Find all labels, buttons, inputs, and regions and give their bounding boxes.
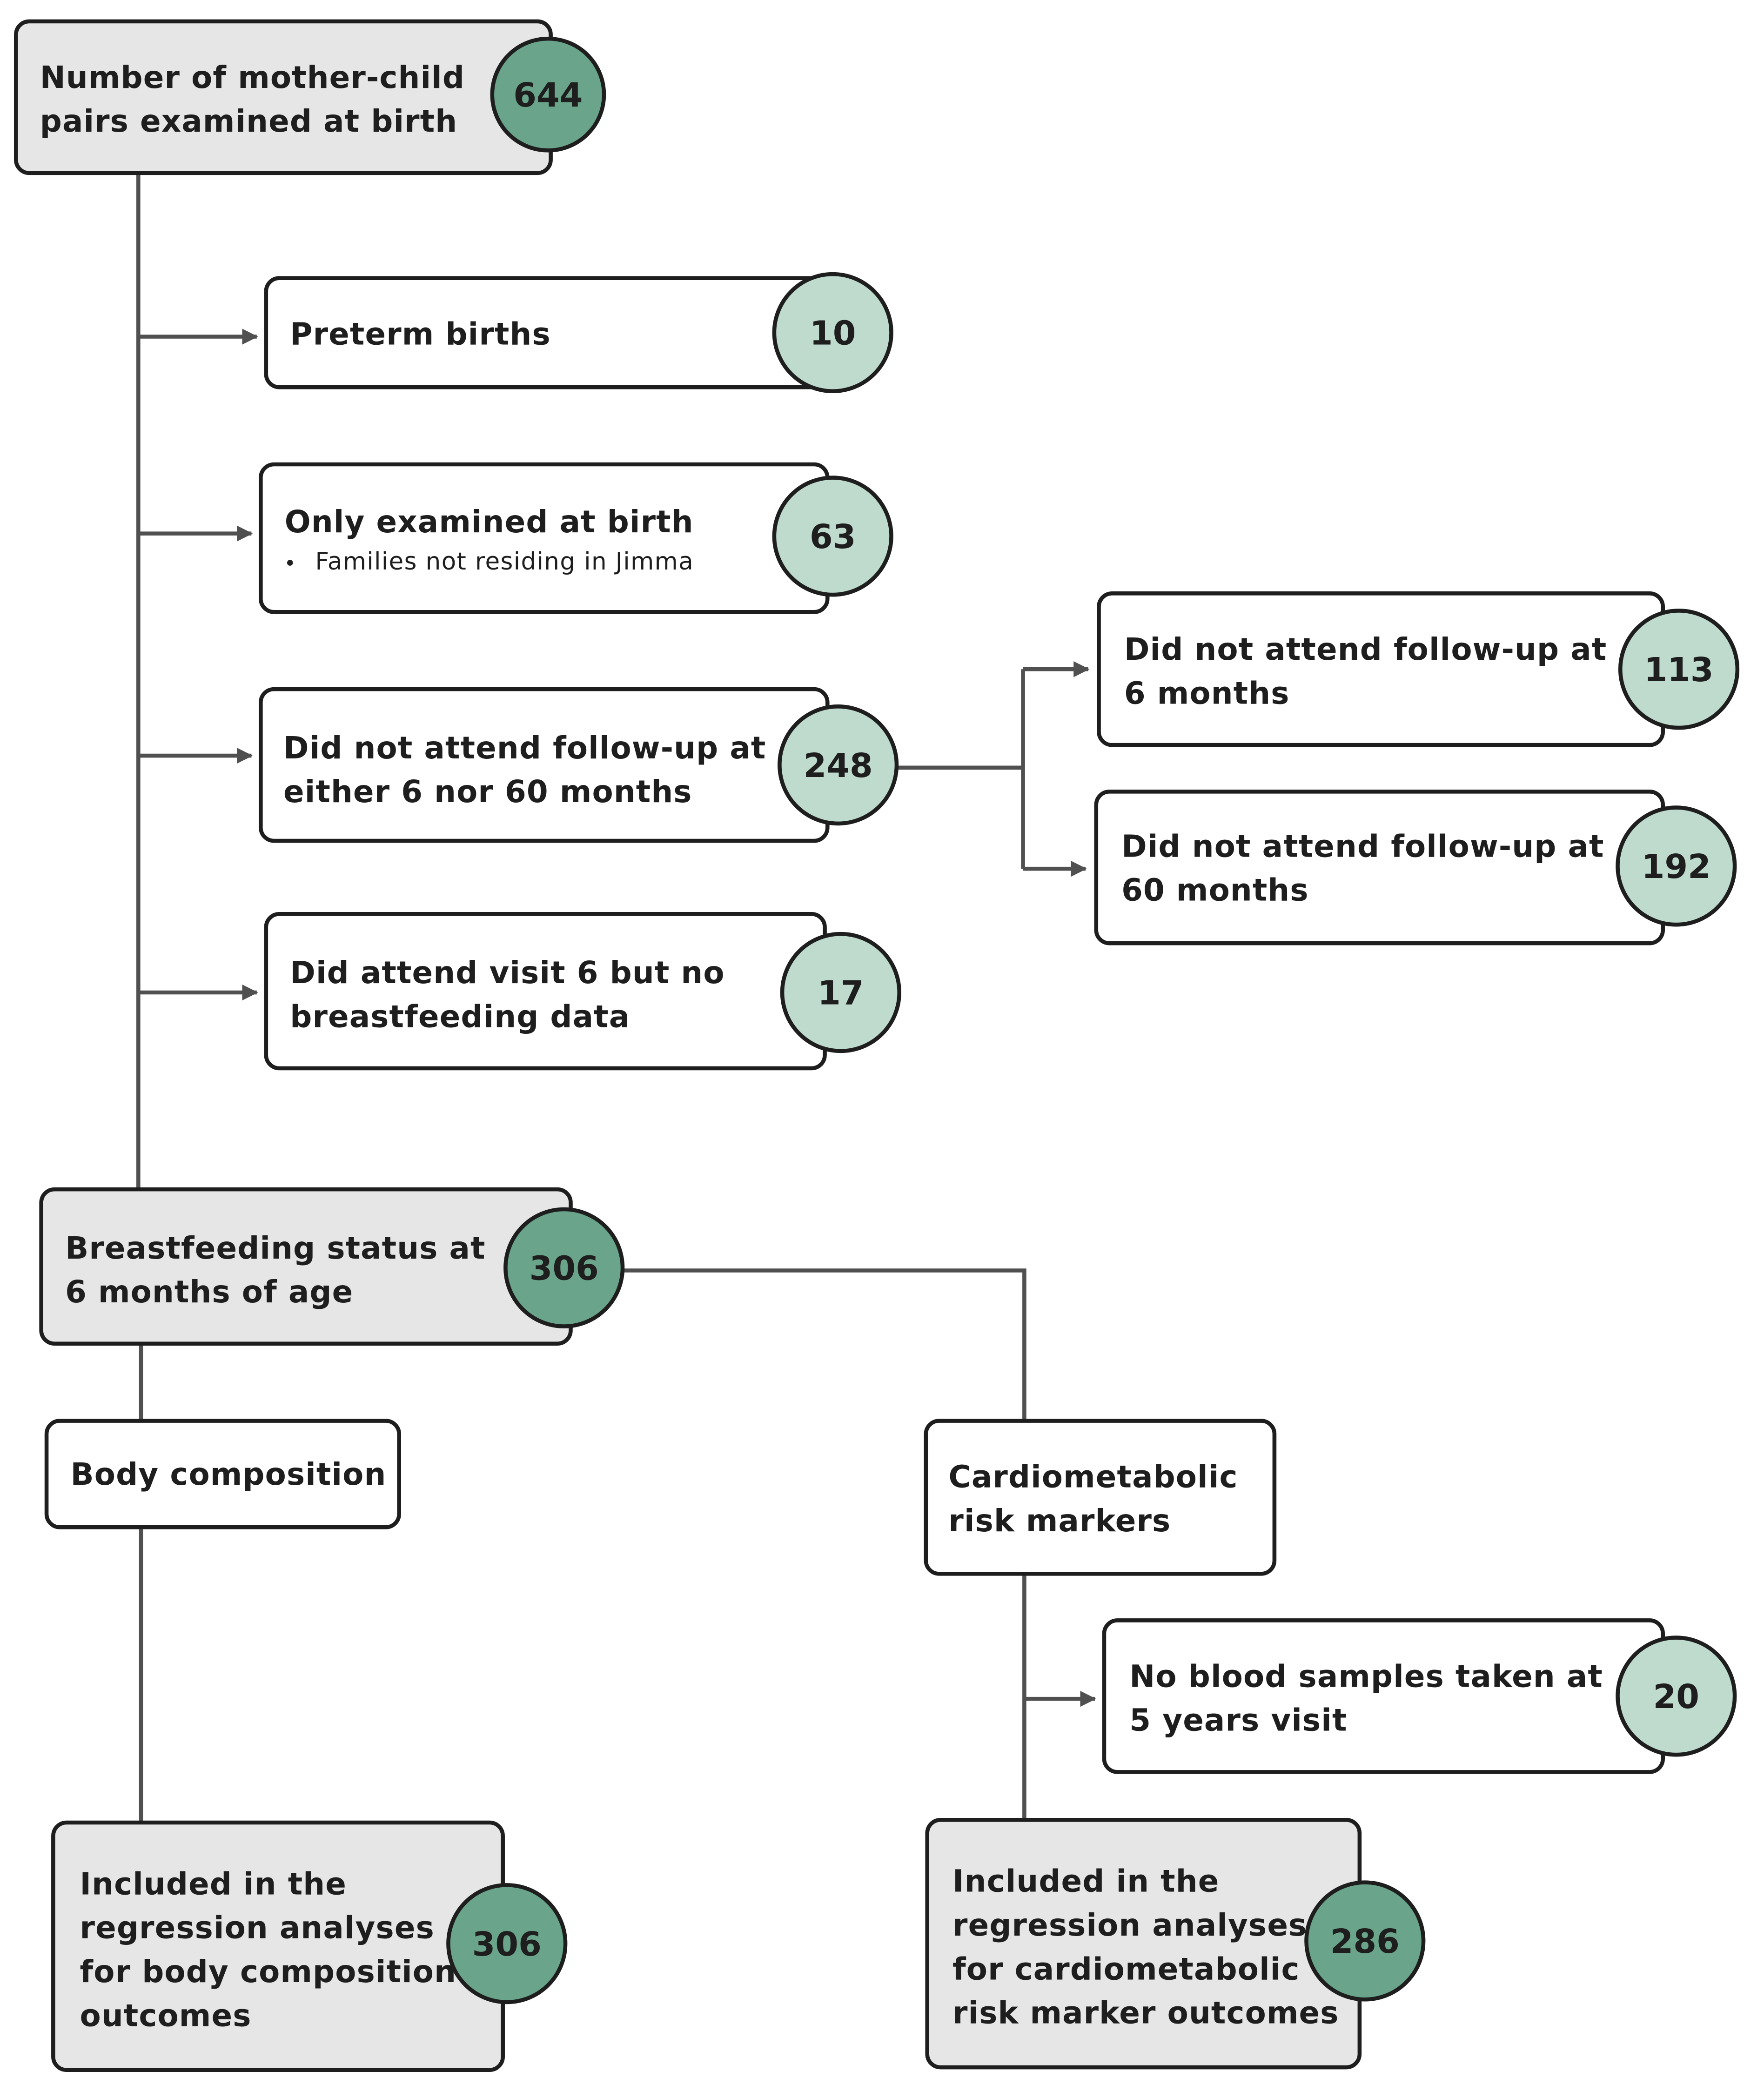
- node-body-comp: Body composition: [44, 1419, 401, 1529]
- count-label: 113: [1644, 650, 1713, 689]
- count-label: 63: [810, 517, 856, 556]
- count-label: 192: [1642, 847, 1711, 886]
- node-label-line: No blood samples taken at: [1129, 1658, 1603, 1694]
- bf-to-cardio-line: [623, 1268, 1026, 1421]
- node-no-followup-either: Did not attend follow-up at either 6 nor …: [259, 687, 899, 843]
- node-label-line: Only examined at birth: [285, 504, 694, 540]
- count-circle: [446, 1883, 568, 2004]
- count-circle: [490, 36, 606, 153]
- node-label-line: Included in the: [952, 1863, 1219, 1899]
- bullet-dot: [287, 560, 293, 566]
- node-label-line: risk markers: [948, 1503, 1171, 1539]
- node-box: [1094, 789, 1665, 945]
- count-circle: [1304, 1880, 1426, 2002]
- count-circle: [1616, 805, 1737, 927]
- node-no-followup-6m: Did not attend follow-up at 6 months 113: [1097, 591, 1740, 747]
- node-label-line: 6 months: [1124, 676, 1290, 711]
- node-box: [924, 1419, 1277, 1576]
- node-label-line: Cardiometabolic: [948, 1459, 1238, 1495]
- node-no-followup-60m: Did not attend follow-up at 60 months 192: [1094, 789, 1737, 945]
- flowchart-nodes: Number of mother-child pairs examined at …: [14, 19, 1740, 2072]
- node-preterm: Preterm births 10: [264, 272, 893, 394]
- count-circle: [772, 272, 893, 394]
- count-label: 17: [818, 974, 864, 1012]
- count-circle: [1618, 609, 1740, 730]
- node-label-line: Number of mother-child: [40, 60, 465, 95]
- count-label: 20: [1653, 1677, 1699, 1716]
- node-bullet-text: Families not residing in Jimma: [315, 548, 694, 576]
- node-label-line: outcomes: [80, 1997, 252, 2033]
- node-label-line: Did not attend follow-up at: [1124, 631, 1607, 667]
- count-circle: [778, 704, 899, 826]
- node-label-line: for body composition: [80, 1954, 457, 1990]
- node-label-line: Did not attend follow-up at: [1121, 828, 1604, 864]
- node-label-line: for cardiometabolic: [952, 1951, 1300, 1987]
- node-cardio: Cardiometabolic risk markers: [924, 1419, 1277, 1576]
- node-box: [1097, 591, 1665, 747]
- node-label-line: risk marker outcomes: [952, 1995, 1339, 2031]
- node-label-line: 60 months: [1121, 872, 1309, 908]
- count-circle: [772, 476, 893, 597]
- node-box: [44, 1419, 401, 1529]
- node-label-line: regression analyses: [952, 1907, 1307, 1943]
- node-box: [39, 1187, 573, 1346]
- node-label-line: Did attend visit 6 but no: [290, 955, 724, 991]
- count-label: 286: [1330, 1922, 1400, 1961]
- count-label: 644: [513, 76, 583, 114]
- node-label-line: Breastfeeding status at: [65, 1230, 486, 1266]
- node-label-line: Included in the: [80, 1866, 347, 1902]
- node-label-line: pairs examined at birth: [40, 103, 457, 139]
- node-no-blood: No blood samples taken at 5 years visit 20: [1102, 1618, 1737, 1774]
- node-label-line: 5 years visit: [1129, 1703, 1347, 1738]
- node-examined-at-birth: Number of mother-child pairs examined at …: [14, 19, 606, 175]
- node-label-line: 6 months of age: [65, 1274, 353, 1310]
- node-incl-cardio: Included in the regression analyses for ca…: [925, 1817, 1426, 2070]
- node-incl-body: Included in the regression analyses for bo…: [51, 1820, 568, 2072]
- node-box: [14, 19, 553, 175]
- count-circle: [780, 932, 901, 1053]
- count-circle: [503, 1207, 625, 1328]
- node-bf-status: Breastfeeding status at 6 months of age 30…: [39, 1187, 625, 1346]
- count-label: 306: [530, 1249, 599, 1288]
- count-label: 306: [472, 1925, 542, 1964]
- count-label: 10: [810, 314, 856, 353]
- node-label-line: Preterm births: [290, 316, 550, 352]
- node-label-line: Body composition: [71, 1456, 387, 1492]
- node-label-line: either 6 nor 60 months: [283, 774, 692, 810]
- count-circle: [1616, 1636, 1737, 1757]
- node-box: [1102, 1618, 1665, 1774]
- connector-lines: [136, 173, 1096, 1823]
- node-box: [264, 912, 827, 1071]
- node-label-line: breastfeeding data: [290, 999, 630, 1034]
- node-label-line: regression analyses: [80, 1910, 435, 1946]
- count-label: 248: [804, 746, 873, 785]
- node-no-bf-data: Did attend visit 6 but no breastfeeding d…: [264, 912, 901, 1071]
- node-label-line: Did not attend follow-up at: [283, 730, 766, 766]
